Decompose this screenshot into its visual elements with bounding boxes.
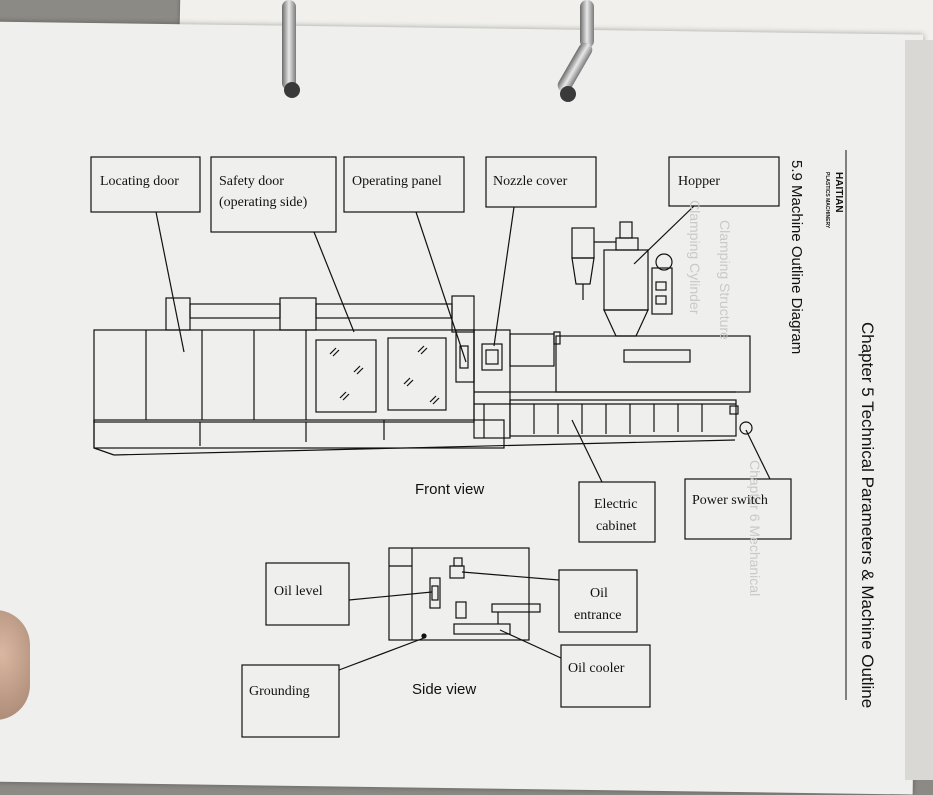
punch-hole-left <box>284 82 300 98</box>
label-grounding: Grounding <box>249 684 310 699</box>
front-view-callouts <box>90 156 792 543</box>
binder-ring-left <box>282 0 296 90</box>
section-title: 5.9 Machine Outline Diagram <box>788 160 805 354</box>
svg-text:Chapter 6 Mechanical: Chapter 6 Mechanical <box>747 460 763 596</box>
caption-front-view: Front view <box>415 481 484 498</box>
punch-hole-right <box>560 86 576 102</box>
label-electric: Electric <box>594 497 638 512</box>
machine-outline-diagram: Chapter 6 Mechanical Clamping Structure … <box>90 150 877 738</box>
label-safety-door: Safety door <box>219 174 284 189</box>
label-oil: Oil <box>590 586 608 601</box>
label-hopper: Hopper <box>678 174 720 189</box>
brand-name: HAITIAN <box>833 172 844 213</box>
svg-text:Clamping Structure: Clamping Structure <box>717 220 733 340</box>
brand-subtitle: PLASTICS MACHINERY <box>824 172 830 229</box>
label-nozzle-cover: Nozzle cover <box>493 174 568 189</box>
chapter-title: Chapter 5 Technical Parameters & Machine… <box>858 322 877 708</box>
label-power-switch: Power switch <box>692 493 768 508</box>
label-operating-panel: Operating panel <box>352 174 442 189</box>
binder-ring-right <box>580 0 594 48</box>
label-cabinet: cabinet <box>596 519 637 534</box>
bleed-through-text: Chapter 6 Mechanical Clamping Structure … <box>687 200 763 596</box>
label-oil-cooler: Oil cooler <box>568 661 625 676</box>
label-oil-level: Oil level <box>274 584 323 599</box>
page-edge <box>905 40 933 780</box>
label-locating-door: Locating door <box>100 174 179 189</box>
caption-side-view: Side view <box>412 681 476 698</box>
label-safety-door-side: (operating side) <box>219 195 308 210</box>
label-entrance: entrance <box>574 608 621 623</box>
side-view-callouts <box>241 562 651 738</box>
finger-thumb <box>0 610 30 720</box>
front-view-machine <box>93 221 753 456</box>
side-view-machine <box>388 547 541 641</box>
svg-text:Clamping Cylinder: Clamping Cylinder <box>687 200 703 315</box>
haitian-logo: HAITIAN PLASTICS MACHINERY <box>824 172 844 229</box>
